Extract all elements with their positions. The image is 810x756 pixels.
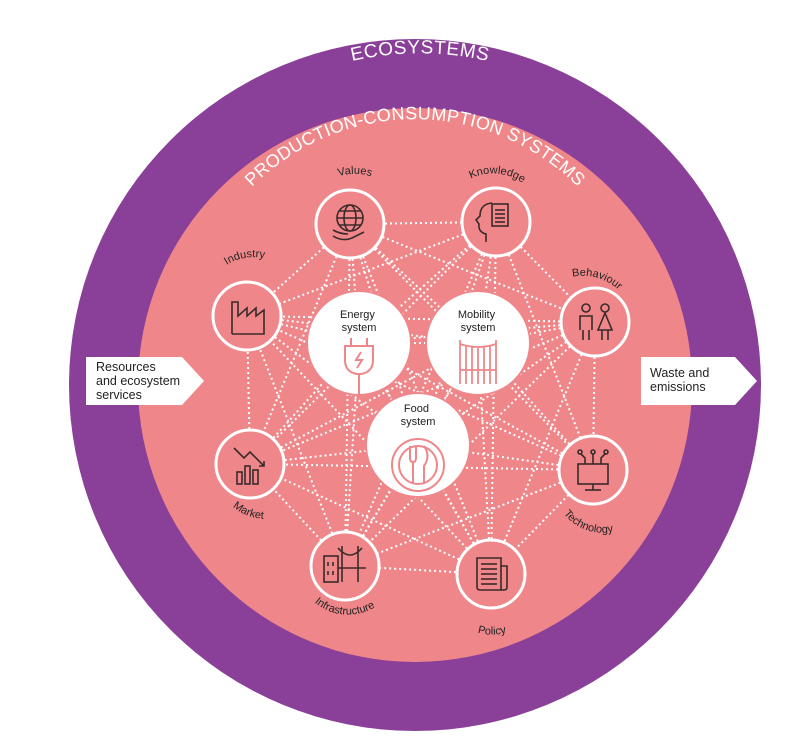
svg-text:Mobility system: Mobility system xyxy=(458,309,498,334)
connection-line xyxy=(246,221,497,317)
svg-text:Waste and emissions: Waste and emissions xyxy=(650,366,713,394)
transit-icon xyxy=(459,340,497,384)
energy-system-label-line1: Energy xyxy=(340,309,375,321)
connection-line xyxy=(495,221,596,323)
food-system: Food system xyxy=(365,392,471,498)
head-with-document-icon xyxy=(474,202,509,242)
mobility-system-label-line1: Mobility xyxy=(458,309,496,321)
resources-label-line1: Resources xyxy=(96,360,156,374)
connection-line xyxy=(477,342,594,471)
node-industry: Industry xyxy=(211,248,283,352)
connection-line xyxy=(246,315,594,471)
connection-line xyxy=(246,315,596,323)
food-system-label-line1: Food xyxy=(404,403,429,415)
node-policy-label: Policy xyxy=(477,624,508,638)
mobility-system: Mobility system xyxy=(425,290,531,396)
resources-label-line3: services xyxy=(96,388,142,402)
node-values-label: Values xyxy=(336,165,374,180)
svg-text:Food system: Food system xyxy=(401,403,436,428)
connection-line xyxy=(349,223,596,323)
node-policy: Policy xyxy=(455,538,527,638)
connection-line xyxy=(490,321,596,575)
connection-line xyxy=(344,469,594,567)
people-icon xyxy=(579,303,614,340)
bridge-buildings-icon xyxy=(323,546,366,583)
connection-line xyxy=(417,321,596,446)
mobility-system-label-line2: system xyxy=(461,322,496,334)
energy-system-label-line2: system xyxy=(342,322,377,334)
connection-line xyxy=(249,223,351,465)
waste-label-line1: Waste and xyxy=(650,366,709,380)
connection-line xyxy=(246,315,492,575)
document-icon xyxy=(476,557,508,591)
node-values: Values xyxy=(314,165,386,260)
monitor-network-icon xyxy=(577,449,609,491)
energy-system: Energy system xyxy=(306,290,412,396)
svg-text:Energy system: Energy system xyxy=(340,309,378,334)
production-consumption-disc xyxy=(138,108,692,662)
waste-label-line2: emissions xyxy=(650,380,706,394)
plug-icon xyxy=(344,338,374,396)
declining-chart-icon xyxy=(233,447,265,485)
connection-line xyxy=(246,315,419,446)
connection-line xyxy=(249,463,492,575)
waste-output-arrow: Waste and emissions xyxy=(641,357,757,405)
svg-text:Resources and ecosystem: Resources and ecosystem services xyxy=(96,360,184,402)
connection-line xyxy=(490,221,497,575)
connection-line xyxy=(495,221,594,471)
factory-icon xyxy=(231,301,265,335)
connection-line xyxy=(344,223,351,567)
resources-label-line2: and ecosystem xyxy=(96,374,180,388)
connection-line xyxy=(477,342,492,575)
food-system-label-line2: system xyxy=(401,416,436,428)
connection-line xyxy=(344,444,419,567)
globe-in-hand-icon xyxy=(332,204,365,241)
resources-input-arrow: Resources and ecosystem services xyxy=(86,357,204,405)
plate-cutlery-icon xyxy=(391,438,445,492)
